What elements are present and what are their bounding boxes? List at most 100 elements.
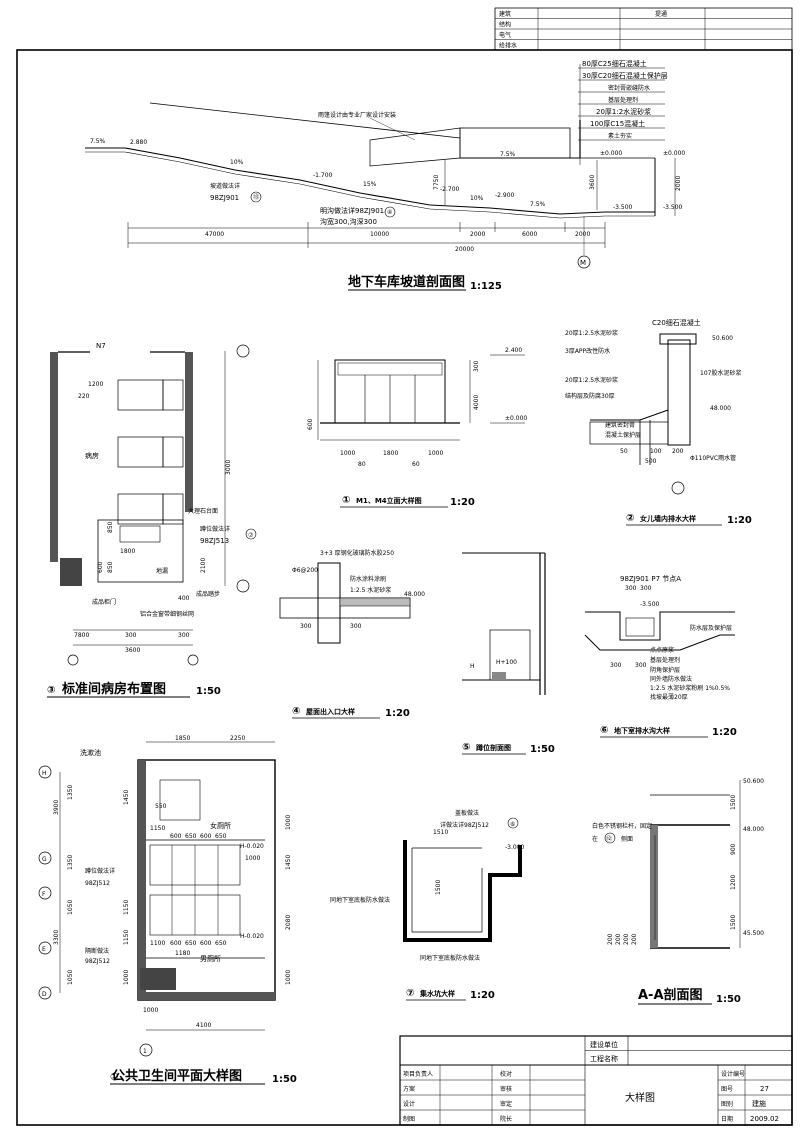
roof-scale: 1:20 — [385, 708, 410, 719]
aa-dim-3: 1200 — [730, 875, 737, 890]
tb-right-label-1: 设计编号 — [721, 1070, 745, 1078]
sump-pit: 盖板做法 详做法详98ZJ512 ⑥ 同地下室底板防水做法 同地下室底板防水做法… — [330, 809, 525, 1001]
ward-label-6: ⑦ — [248, 532, 254, 539]
door-dim-2: 1800 — [383, 450, 398, 457]
drain-label-4: 基层处理剂 — [650, 656, 680, 664]
ramp-elev-6: -3.500 — [663, 204, 683, 211]
door-dim-8: 300 — [473, 360, 480, 372]
toilet-axis-f: F — [42, 891, 46, 898]
aa-label-3: ⑫ — [606, 835, 612, 843]
ramp-elev-2: -1.700 — [313, 172, 333, 179]
toilet-axis-1: 1 — [143, 1048, 147, 1055]
aa-dim-5: 200 — [623, 933, 630, 945]
door-dim-6: 600 — [307, 418, 314, 430]
toilet-dim-5: 3900 — [53, 800, 60, 815]
squat-scale: 1:50 — [530, 744, 555, 755]
ward-dim-5: 850 — [107, 561, 114, 573]
toilet-dim-12: 1000 — [285, 815, 292, 830]
ramp-dim-5: 2000 — [575, 231, 590, 238]
ramp-elev-8: ±0.000 — [663, 150, 685, 157]
door-dim-4: 80 — [358, 461, 366, 468]
toilet-axis-e: E — [42, 946, 46, 953]
parapet-elev-2: 48.000 — [710, 405, 731, 412]
title-block: 建设单位 工程名称 项目负责人 方案 设计 制图 校对 审核 审定 院长 大样图… — [399, 1035, 793, 1126]
toilet-dim-22: 1100 — [150, 940, 165, 947]
toilet-dim-6: 550 — [155, 803, 167, 810]
tb-mid-row-3: 审定 — [500, 1100, 512, 1108]
ward-dim-7: 400 — [178, 595, 190, 602]
ward-dim-7800: 3000 — [225, 460, 232, 475]
toilet-dim-10: 600 — [200, 833, 212, 840]
door-dim-5: 60 — [412, 461, 420, 468]
parapet-dim-1: 50 — [620, 448, 628, 455]
tb-right-label-3: 图别 — [721, 1100, 733, 1108]
drain-dim-4: 300 — [640, 585, 652, 592]
parapet-dim-2: 100 — [650, 448, 662, 455]
drain-label-2: 防水层及保护层 — [690, 624, 732, 632]
ramp-layer-7: 素土夯实 — [608, 132, 632, 140]
parapet-label-3: 3厚APP改性防水 — [565, 347, 610, 355]
toilet-dim-25: 600 — [200, 940, 212, 947]
ward-dim-6: 600 — [97, 561, 104, 573]
parapet-dim-3: 200 — [672, 448, 684, 455]
drain-label-5: 阴角保护层 — [650, 666, 680, 674]
sump-label-3: ⑥ — [510, 821, 515, 828]
tb-left-row-3: 设计 — [403, 1100, 415, 1108]
toilet-dim-24: 650 — [185, 940, 197, 947]
toilet-axis-g: G — [42, 856, 47, 863]
ward-plan: 3000 N7 病房 大理石台面 蹲位做法详 98ZJ513 ⑦ 地漏 成品柜门… — [47, 342, 257, 698]
squat-label-1: H — [470, 663, 475, 670]
aa-dim-8: 200 — [607, 933, 614, 945]
ramp-dim-1: 47000 — [205, 231, 224, 238]
sump-dim-1: 1510 — [433, 829, 448, 836]
squat-title: 蹲位剖面图 — [476, 743, 511, 752]
toilet-dim-14: 1350 — [67, 855, 74, 870]
ward-num: ③ — [47, 685, 55, 696]
tb-left-row-1: 项目负责人 — [403, 1070, 433, 1078]
toilet-dim-17: 1150 — [123, 900, 130, 915]
aa-label-1: 白色不锈钢栏杆，固定 — [592, 822, 652, 830]
drain-num: ⑥ — [600, 725, 608, 736]
ramp-elev-5: -3.500 — [613, 204, 633, 211]
roof-num: ④ — [292, 706, 300, 717]
parapet-label-1: C20细石混凝土 — [652, 318, 701, 327]
ward-label-4: 蹲位做法详 — [200, 525, 230, 533]
toilet-dim-29: 4100 — [196, 1022, 211, 1029]
sump-title: 集水坑大样 — [419, 989, 455, 998]
ward-dim-4: 850 — [107, 521, 114, 533]
ramp-slope-4: 10% — [470, 195, 484, 202]
aa-dim-1: 1500 — [730, 795, 737, 810]
drain-label-7: 1:2.5 水泥砂浆粉刷 1%0.5% — [650, 684, 730, 692]
sump-label-5: 同地下室底板防水做法 — [420, 954, 480, 962]
ramp-layer-2: 30厚C20细石混凝土保护层 — [582, 71, 668, 80]
parapet-label-5: 结构层及防腐30厚 — [565, 392, 615, 400]
ramp-note-2: 98ZJ901 — [210, 194, 239, 202]
parapet-num: ② — [626, 513, 634, 524]
ramp-dim-2000: 2000 — [675, 176, 682, 191]
door-dim-7: 4000 — [473, 395, 480, 410]
drain-label-1: -3.500 — [640, 601, 660, 608]
ward-dim-3: 1800 — [120, 548, 135, 555]
ramp-slope-5: 7.5% — [530, 201, 546, 208]
basement-drain: 98ZJ901 P7 节点A -3.500 防水层及保护层 点点原浆 基层处理剂… — [584, 575, 737, 738]
ward-label-5: 98ZJ513 — [200, 537, 229, 545]
ramp-slope-6: 7.5% — [500, 151, 516, 158]
roof-label-2: Φ6@200 — [292, 567, 318, 574]
door-dim-1: 1000 — [340, 450, 355, 457]
toilet-elev-1: H-0.020 — [240, 843, 264, 850]
toilet-dim-15: 1450 — [285, 855, 292, 870]
toilet-label-4: 蹲位做法详 — [85, 867, 115, 875]
ramp-layer-1: 80厚C25细石混凝土 — [582, 59, 647, 68]
ward-label-room: 病房 — [85, 451, 99, 460]
drain-label-3: 点点原浆 — [650, 646, 674, 654]
door-elev-2: ±0.000 — [505, 415, 527, 422]
aa-elev-3: 45.500 — [743, 930, 764, 937]
aa-dim-4: 1500 — [730, 915, 737, 930]
drain-label-8: 找坡最薄20厚 — [650, 693, 688, 701]
ramp-title: 地下车库坡道剖面图 — [348, 274, 465, 290]
approval-sign-header: 提通 — [655, 10, 667, 18]
ward-dim-12: 3600 — [125, 647, 140, 654]
tb-discipline: 建施 — [752, 1099, 766, 1108]
toilet-dim-27: 1180 — [175, 950, 190, 957]
